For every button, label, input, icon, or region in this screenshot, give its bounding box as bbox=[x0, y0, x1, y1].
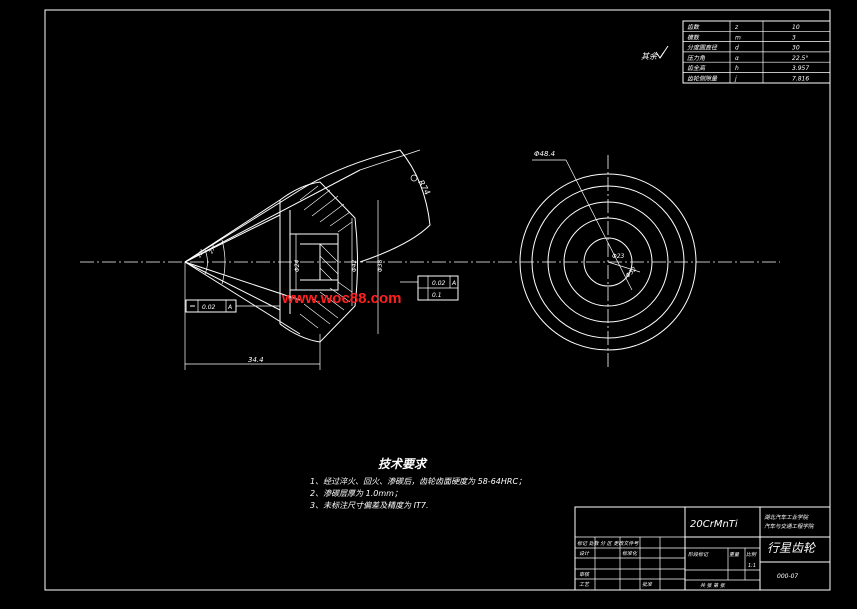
school-line-1: 湖北汽车工业学院 bbox=[764, 514, 810, 521]
school-line-2: 汽车与交通工程学院 bbox=[764, 523, 815, 530]
param-symbol: j bbox=[734, 76, 737, 83]
drawing-border bbox=[44, 9, 831, 591]
param-name: 模数 bbox=[687, 33, 700, 41]
mark-sheets: 共 张 第 张 bbox=[700, 582, 726, 589]
tolerance-frame-right: 0.02 A 0.1 bbox=[400, 275, 459, 301]
dim-r74: R74 bbox=[416, 179, 432, 197]
param-symbol: α bbox=[735, 55, 739, 62]
tech-req-title: 技术要求 bbox=[378, 457, 428, 471]
param-name: 齿轮侧隙量 bbox=[687, 75, 718, 83]
dim-inner-dia: Φ23 bbox=[612, 253, 625, 260]
mark-design: 设计 bbox=[579, 550, 590, 557]
mark-process: 工艺 bbox=[579, 581, 590, 588]
tol-left-ref: A bbox=[227, 304, 232, 311]
watermark: www.woc88.com bbox=[281, 290, 401, 307]
param-value: 3 bbox=[792, 34, 796, 41]
param-symbol: d bbox=[735, 45, 739, 52]
scale: 1:1 bbox=[748, 563, 756, 569]
param-name: 齿数 bbox=[687, 23, 700, 31]
param-symbol: h bbox=[735, 65, 739, 72]
param-name: 分度圆直径 bbox=[687, 44, 718, 52]
tol-right-value-2: 0.1 bbox=[432, 292, 442, 299]
dim-face: Φ42 bbox=[351, 259, 358, 272]
tech-req-item: 2、渗碳层厚为 1.0mm； bbox=[310, 489, 402, 498]
roughness-symbol: 其余 bbox=[641, 45, 669, 61]
gear-front-view: Φ48.4 Φ23 Φ32 bbox=[519, 150, 697, 370]
dim-outer-dia: Φ48.4 bbox=[534, 150, 555, 158]
title-block: 20CrMnTi 湖北汽车工业学院 汽车与交通工程学院 行星齿轮 000-07 … bbox=[574, 506, 831, 591]
part-name: 行星齿轮 bbox=[767, 541, 816, 555]
mark-stage: 阶段标记 bbox=[688, 551, 709, 558]
mark-check: 审核 bbox=[579, 571, 590, 578]
dim-angle-1: 22° bbox=[197, 248, 207, 259]
technical-requirements: 技术要求 1、经过淬火、回火、渗碳后，齿轮齿面硬度为 58-64HRC； 2、渗碳… bbox=[310, 457, 526, 510]
param-symbol: z bbox=[734, 24, 739, 31]
mark-ratio: 比例 bbox=[746, 551, 757, 558]
roughness-other-label: 其余 bbox=[641, 52, 658, 61]
dim-angle-2: 27° bbox=[209, 244, 219, 255]
mark-weight: 重量 bbox=[729, 551, 740, 558]
revision-marks: 标记 处数 分 区 更改文件号 bbox=[577, 540, 639, 547]
drawing-number: 000-07 bbox=[777, 573, 798, 580]
section-hatching bbox=[299, 185, 353, 329]
mark-approve: 批准 bbox=[642, 581, 653, 588]
tol-left-value: 0.02 bbox=[202, 304, 216, 311]
param-name: 齿全高 bbox=[687, 64, 706, 72]
tech-req-item: 1、经过淬火、回火、渗碳后，齿轮齿面硬度为 58-64HRC； bbox=[310, 477, 526, 486]
tol-right-value: 0.02 bbox=[432, 280, 446, 287]
parameter-table: 齿数 z 10 模数 m 3 分度圆直径 d 30 压力角 α 22.5° 齿全高 h 3.957 齿轮侧隙量… bbox=[682, 20, 831, 84]
tolerance-frame-left: 0.02 A bbox=[185, 299, 280, 313]
param-symbol: m bbox=[735, 34, 741, 41]
bevel-gear-section: R74 Φ24 Φ42 Φ38 22° 27° 34.4 0.02 A bbox=[184, 149, 459, 370]
dim-bore: Φ24 bbox=[294, 259, 301, 272]
dim-total-length: 34.4 bbox=[248, 356, 264, 364]
param-value: 7.816 bbox=[792, 76, 809, 83]
mark-std: 标准化 bbox=[622, 550, 638, 557]
tol-right-ref: A bbox=[451, 280, 456, 287]
material: 20CrMnTi bbox=[690, 519, 738, 530]
param-value: 3.957 bbox=[792, 65, 809, 72]
param-name: 压力角 bbox=[687, 54, 706, 62]
param-value: 22.5° bbox=[792, 55, 808, 62]
param-value: 10 bbox=[792, 24, 800, 31]
tech-req-item: 3、未标注尺寸偏差及精度为 IT7. bbox=[310, 501, 429, 510]
dim-hub: Φ38 bbox=[377, 259, 384, 272]
param-value: 30 bbox=[792, 45, 800, 52]
